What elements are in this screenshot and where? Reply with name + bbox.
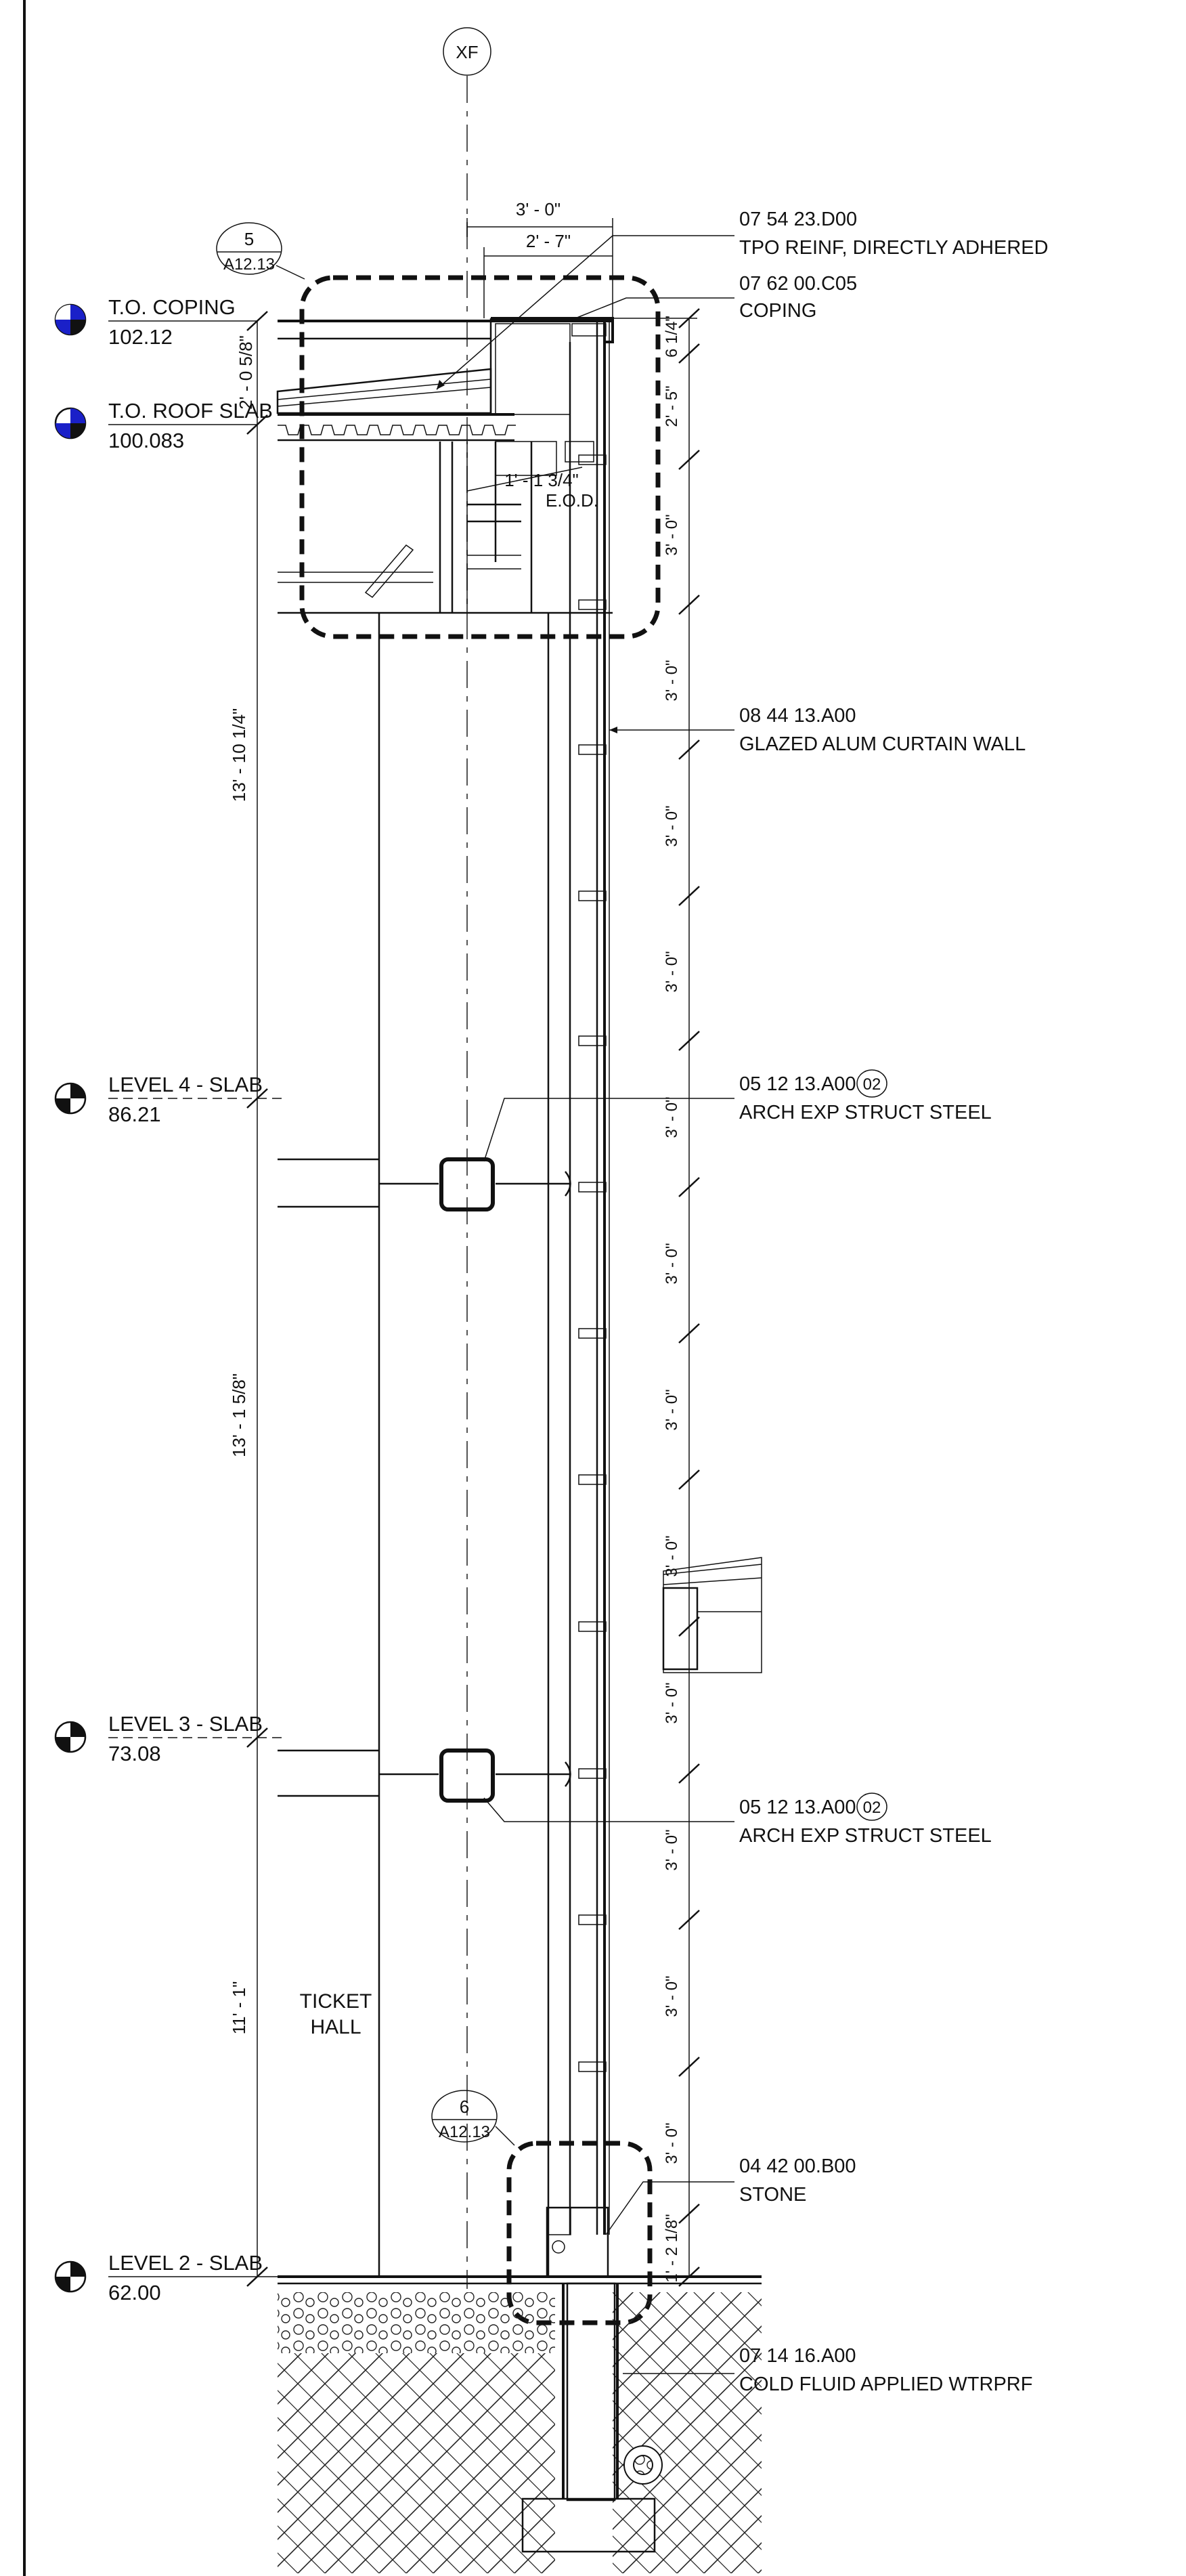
- callout-bottom-number: 6: [460, 2097, 469, 2117]
- keynote-code: 08 44 13.A00: [739, 705, 856, 727]
- callout-bubble-bottom: 6 A12.13: [431, 2090, 515, 2146]
- level-elevation: 62.00: [108, 2281, 161, 2304]
- keynote-code: 05 12 13.A00: [739, 1797, 856, 1818]
- dim-module: 3' - 0": [663, 1243, 681, 1284]
- keynote-stone: 04 42 00.B00 STONE: [605, 2155, 856, 2235]
- dim-inner-width: 2' - 7": [526, 231, 571, 251]
- level-name: T.O. COPING: [108, 295, 236, 319]
- keynote-code: 04 42 00.B00: [739, 2155, 856, 2177]
- grid-bubble-label: XF: [456, 42, 478, 62]
- level-name: LEVEL 4 - SLAB: [108, 1073, 263, 1096]
- adjacent-canopy: [662, 1557, 762, 1673]
- keynote-coping: 07 62 00.C05 COPING: [575, 273, 857, 322]
- left-vertical-dimensions: 2' - 0 5/8" 13' - 10 1/4" 13' - 1 5/8" 1…: [229, 311, 268, 2287]
- room-name-line1: TICKET: [300, 1990, 372, 2013]
- keynote-tpo: 07 54 23.D00 TPO REINF, DIRECTLY ADHERED: [436, 209, 1049, 390]
- callout-bottom-sheet: A12.13: [439, 2123, 490, 2141]
- level-name: LEVEL 2 - SLAB: [108, 2251, 263, 2275]
- dim-module: 3' - 0": [663, 514, 681, 555]
- metal-deck: [278, 425, 516, 435]
- mullions: [578, 454, 607, 2072]
- callout-top-sheet: A12.13: [223, 255, 275, 274]
- keynote-tag: 02: [863, 1075, 881, 1094]
- interior-walls: TICKET HALL: [300, 613, 550, 2277]
- dim-module: 3' - 0": [663, 951, 681, 992]
- keynote-tag: 02: [863, 1799, 881, 1817]
- dim-level3-to-level2: 11' - 1": [229, 1981, 249, 2035]
- keynote-steel-l4: 05 12 13.A00 02 ARCH EXP STRUCT STEEL: [483, 1069, 992, 1162]
- dim-module: 3' - 0": [663, 1682, 681, 1723]
- dim-module: 3' - 0": [663, 1975, 681, 2017]
- keynote-description: GLAZED ALUM CURTAIN WALL: [739, 733, 1026, 755]
- dim-module: 3' - 0": [663, 805, 681, 846]
- dim-eod: 1' - 1 3/4": [504, 470, 579, 490]
- dim-module: 3' - 0": [663, 1829, 681, 1870]
- roof-assembly: 1' - 1 3/4" E.O.D.: [276, 317, 614, 614]
- dim-roof-to-level4: 13' - 10 1/4": [229, 708, 249, 802]
- dim-coping-small2: 2' - 5": [663, 385, 681, 427]
- level-3-slab: LEVEL 3 - SLAB 73.08: [54, 1712, 284, 1765]
- dim-top-width: 3' - 0": [516, 199, 561, 219]
- callout-bubble-top: 5 A12.13: [216, 222, 305, 280]
- grid-line-xf: XF: [443, 27, 491, 2289]
- dim-module: 3' - 0": [663, 1389, 681, 1430]
- top-dimensions: 3' - 0" 2' - 7": [466, 199, 613, 339]
- dim-module: 3' - 0": [663, 660, 681, 701]
- level-elevation: 102.12: [108, 325, 173, 349]
- keynote-description: COLD FLUID APPLIED WTRPRF: [739, 2374, 1032, 2395]
- dim-module: 3' - 0": [663, 1096, 681, 1138]
- keynote-description: STONE: [739, 2184, 806, 2206]
- callout-box-bottom: [506, 2141, 653, 2325]
- keynote-description: ARCH EXP STRUCT STEEL: [739, 1102, 992, 1123]
- level-name: T.O. ROOF SLAB: [108, 399, 273, 423]
- steel-beam-level3: [278, 1748, 571, 1803]
- curtain-wall: [569, 318, 610, 2235]
- keynote-code: 07 54 23.D00: [739, 209, 857, 230]
- keynote-curtain-wall: 08 44 13.A00 GLAZED ALUM CURTAIN WALL: [609, 705, 1026, 755]
- keynotes: 07 54 23.D00 TPO REINF, DIRECTLY ADHERED…: [436, 209, 1049, 2395]
- dim-coping-to-slab: 2' - 0 5/8": [236, 335, 256, 410]
- keynote-description: ARCH EXP STRUCT STEEL: [739, 1825, 992, 1847]
- dim-level4-to-level3: 13' - 1 5/8": [229, 1373, 249, 1457]
- level-name: LEVEL 3 - SLAB: [108, 1712, 263, 1736]
- level-elevation: 73.08: [108, 1742, 161, 1765]
- keynote-description: COPING: [739, 300, 816, 322]
- keynote-description: TPO REINF, DIRECTLY ADHERED: [739, 237, 1049, 259]
- level-to-roof-slab: T.O. ROOF SLAB 100.083: [54, 399, 273, 452]
- dim-eod-note: E.O.D.: [546, 490, 598, 511]
- level-markers: T.O. COPING 102.12 T.O. ROOF SLAB 100.08…: [54, 295, 284, 2304]
- dim-coping-small: 6 1/4": [663, 316, 681, 358]
- level-2-slab: LEVEL 2 - SLAB 62.00: [54, 2251, 284, 2304]
- keynote-code: 05 12 13.A00: [739, 1073, 856, 1095]
- dim-base: 1' - 2 1/8": [663, 2214, 681, 2282]
- steel-beam-level4: [278, 1157, 571, 1211]
- level-4-slab: LEVEL 4 - SLAB 86.21: [54, 1073, 284, 1126]
- level-elevation: 86.21: [108, 1102, 161, 1126]
- callout-top-number: 5: [244, 229, 254, 249]
- dim-module: 3' - 0": [663, 1535, 681, 1576]
- level-elevation: 100.083: [108, 429, 184, 452]
- keynote-steel-l3: 05 12 13.A00 02 ARCH EXP STRUCT STEEL: [483, 1793, 992, 1847]
- right-vertical-dimensions: 6 1/4" 2' - 5" 3' - 0" 3' - 0" 3' - 0" 3…: [613, 308, 700, 2287]
- callout-box-top: [299, 275, 661, 639]
- keynote-code: 07 62 00.C05: [739, 273, 857, 295]
- dim-module: 3' - 0": [663, 2122, 681, 2164]
- level-to-coping: T.O. COPING 102.12: [54, 295, 257, 349]
- room-name-line2: HALL: [310, 2016, 361, 2038]
- foundation: [278, 2206, 762, 2573]
